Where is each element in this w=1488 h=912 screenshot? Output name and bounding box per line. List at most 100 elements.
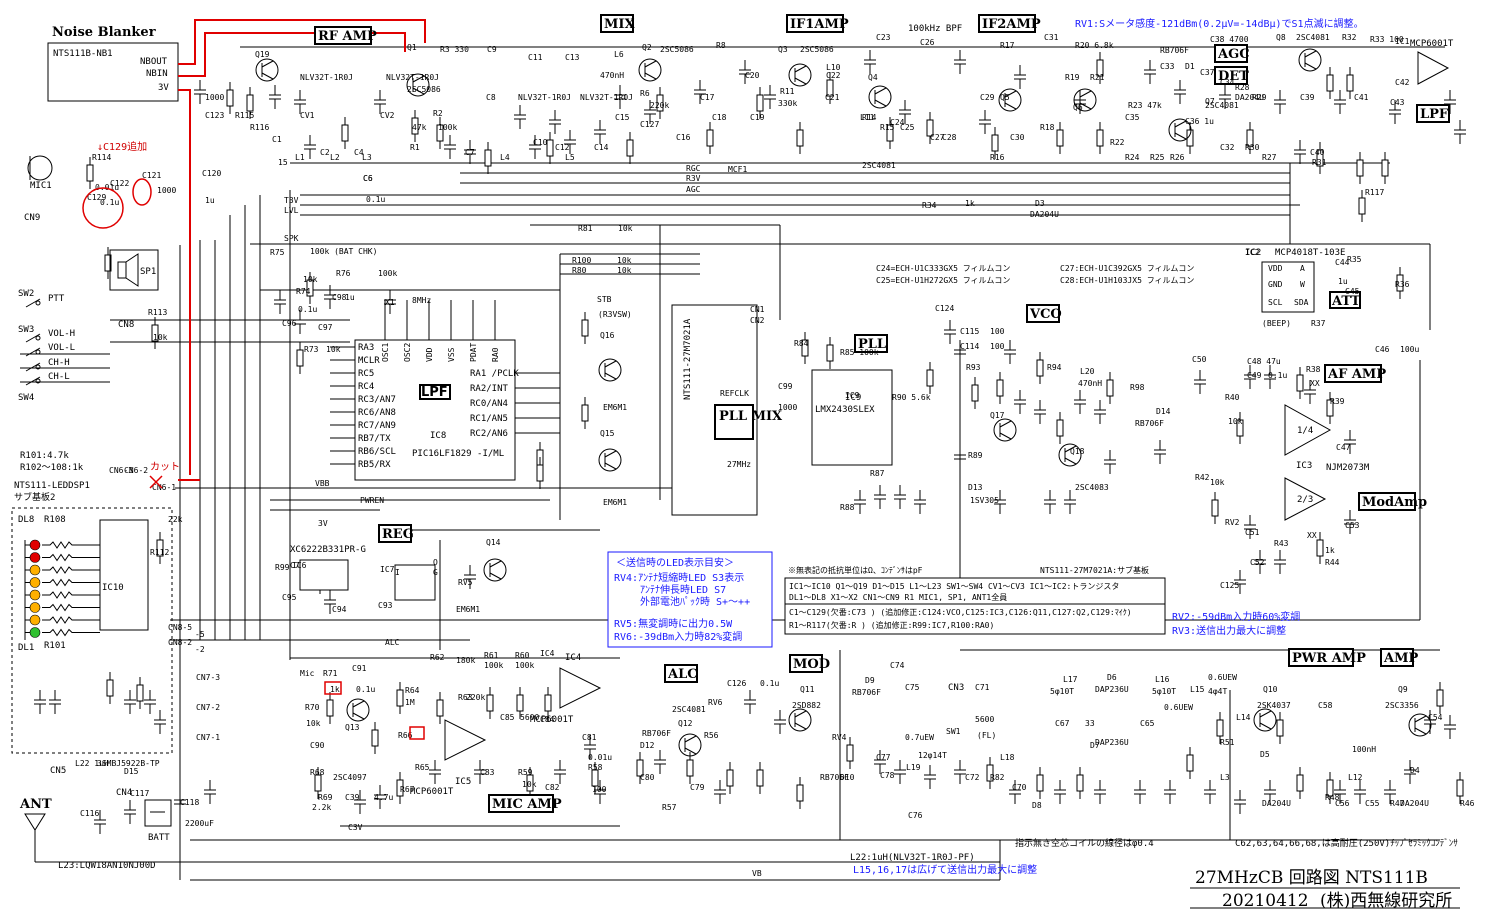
amp-a-pins: 1/4 bbox=[1297, 426, 1313, 436]
part-designator: R98 bbox=[1130, 383, 1145, 392]
drawing-title: 27MHzCB 回路図 NTS111B bbox=[1195, 868, 1428, 888]
part-designator: C116 bbox=[80, 809, 99, 818]
parts-row-3: R1～R117(欠番:R ) (追加修正:R99:IC7,R100:RA0) bbox=[789, 620, 994, 630]
part-designator: Q13 bbox=[345, 723, 360, 732]
cap-note-1: C25=ECH-U1H272GX5 フィルムコン bbox=[876, 276, 1010, 285]
part-designator: C6 bbox=[363, 174, 373, 183]
rail-pwren: PWREN bbox=[360, 496, 384, 505]
part-designator: C122 bbox=[110, 179, 129, 188]
part-designator: C22 bbox=[826, 71, 841, 80]
part-designator: (FL) bbox=[977, 731, 996, 740]
part-designator: CN6-2 bbox=[124, 466, 148, 475]
part-designator: C53 bbox=[1345, 521, 1360, 530]
mpu-pin-left: RC6/AN8 bbox=[358, 408, 396, 418]
part-designator: R43 bbox=[1274, 539, 1289, 548]
part-designator: D7 bbox=[1090, 741, 1100, 750]
part-designator: L5 bbox=[565, 153, 575, 162]
part-designator: R116 bbox=[250, 123, 269, 132]
part-designator: 2200uF bbox=[185, 819, 214, 828]
part-designator: R89 bbox=[968, 451, 983, 460]
part-designator: R44 bbox=[1325, 558, 1340, 567]
nb-pin-nbin: NBIN bbox=[146, 69, 168, 79]
mpu-pin-top: VSS bbox=[447, 347, 456, 362]
part-designator: EM6M1 bbox=[603, 403, 627, 412]
part-designator: C83 bbox=[480, 768, 495, 777]
mpu-pin-left: RC4 bbox=[358, 382, 374, 392]
led-indicator bbox=[29, 589, 41, 601]
block-box bbox=[1358, 492, 1416, 511]
part-designator: 10k bbox=[326, 345, 341, 354]
part-designator: C98 bbox=[332, 293, 347, 302]
part-designator: R29 bbox=[1252, 93, 1267, 102]
part-designator: RB706F bbox=[642, 729, 671, 738]
part-designator: C39 bbox=[345, 793, 360, 802]
parts-row-1: DL1～DL8 X1～X2 CN1～CN9 R1 MIC1, SP1, ANT1… bbox=[789, 592, 1007, 602]
part-designator: C24 bbox=[890, 118, 905, 127]
block-box bbox=[786, 14, 844, 33]
led-indicator bbox=[29, 539, 41, 551]
mpu-ic8: LPF IC8 PIC16LF1829 -I/ML RA3MCLRRC5RC4R… bbox=[330, 300, 560, 481]
part-designator: 0.01u bbox=[95, 183, 119, 192]
led-sub-board: NTS111-LEDDSP1 サブ基板2 R101:4.7k R102～108:… bbox=[11, 451, 173, 754]
nb-pin-3v: 3V bbox=[158, 83, 169, 93]
part-designator: C7 bbox=[465, 148, 475, 157]
part-designator: C82 bbox=[545, 783, 560, 792]
part-designator: 27MHz bbox=[727, 460, 751, 469]
mpu-pin-right: RA2/INT bbox=[470, 384, 509, 394]
part-designator: R17 bbox=[1000, 41, 1015, 50]
part-designator: C29 bbox=[980, 93, 995, 102]
part-designator: C17 bbox=[700, 93, 715, 102]
part-designator: C14 bbox=[594, 143, 609, 152]
part-designator: 2SC4081 bbox=[1296, 33, 1330, 42]
part-designator: R100 bbox=[572, 256, 591, 265]
rail-lvl: LVL bbox=[284, 206, 299, 215]
block-title: MOD bbox=[793, 657, 830, 672]
block-title: DET bbox=[1218, 69, 1249, 84]
part-designator: R90 5.6k bbox=[892, 393, 931, 402]
block-box bbox=[854, 334, 888, 353]
part-designator: EM6M1 bbox=[456, 605, 480, 614]
mpu-pin-left: RB6/SCL bbox=[358, 447, 396, 457]
part-designator: NLV32T-1R0J bbox=[386, 73, 439, 82]
block-title: ModAmp bbox=[1362, 495, 1427, 510]
part-designator: R117 bbox=[1365, 188, 1384, 197]
part-designator: D13 bbox=[968, 483, 983, 492]
part-designator: GND bbox=[1268, 280, 1283, 289]
sub-board-note1: R101:4.7k bbox=[20, 451, 69, 461]
block-box bbox=[314, 26, 372, 45]
part-designator: 220k bbox=[466, 693, 485, 702]
rail-vbb: VBB bbox=[315, 479, 330, 488]
mpu-pin-right: RA1 /PCLK bbox=[470, 369, 519, 379]
part-designator: C44 bbox=[1335, 258, 1350, 267]
part-designator: C58 bbox=[1318, 701, 1333, 710]
mpu-pin-left: MCLR bbox=[358, 356, 380, 366]
part-designator: Q14 bbox=[486, 538, 501, 547]
block-title: MIC AMP bbox=[492, 797, 562, 812]
part-designator: R82 bbox=[990, 773, 1005, 782]
part-designator: 1000 bbox=[205, 93, 224, 102]
part-designator: R35 bbox=[1347, 255, 1362, 264]
part-designator: C75 bbox=[905, 683, 920, 692]
part-designator: R71 bbox=[323, 669, 338, 678]
part-designator: G bbox=[433, 568, 438, 577]
part-designator: R11 bbox=[780, 87, 795, 96]
parts-table: ※無表記の抵抗単位はΩ、ｺﾝﾃﾞﾝｻはpF NTS111-27M7021A:サブ… bbox=[784, 565, 1166, 635]
part-designator: L3 bbox=[1220, 773, 1230, 782]
part-designator: C91 bbox=[352, 664, 367, 673]
ic4-part: MCP6001T bbox=[530, 715, 574, 725]
part-designator: IC7 bbox=[380, 565, 395, 574]
switch-label: CH-L bbox=[48, 372, 70, 382]
part-designator: IC1 bbox=[1395, 37, 1410, 46]
af-amp-ic3: IC3 NJM2073M 1/4 2/3 bbox=[1284, 404, 1370, 521]
part-designator: C20 bbox=[745, 71, 760, 80]
part-designator: R68 bbox=[310, 768, 325, 777]
parts-table-sub: NTS111-27M7021A:サブ基板 bbox=[1040, 565, 1149, 575]
part-designator: R60 bbox=[515, 651, 530, 660]
part-designator: L3 bbox=[362, 153, 372, 162]
part-designator: R42 bbox=[1195, 473, 1210, 482]
led-indicator bbox=[29, 552, 41, 563]
notes: 100kHz BPF RV1:Sメータ感度-121dBm(0.2μV=-14dB… bbox=[97, 17, 1364, 473]
block-box bbox=[664, 664, 698, 683]
block-title: AF AMP bbox=[1327, 367, 1386, 382]
sub-board-title: NTS111-LEDDSP1 bbox=[14, 481, 90, 491]
